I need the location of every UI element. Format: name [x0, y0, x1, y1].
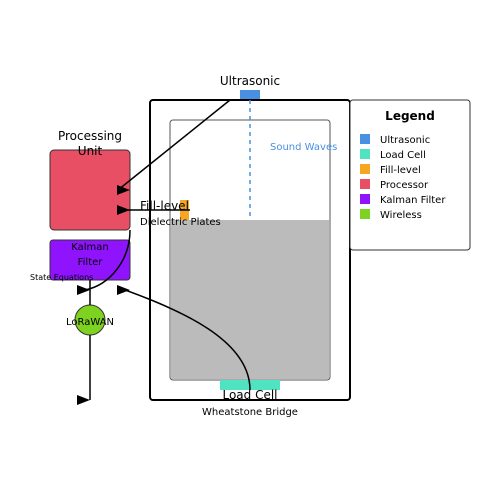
- legend-item-kalman-filter: Kalman Filter: [380, 195, 446, 206]
- legend-swatch-ultrasonic: [360, 134, 370, 144]
- legend-swatch-kalman-filter: [360, 194, 370, 204]
- processing-unit-label-line1: Processing: [58, 129, 122, 143]
- legend-item-fill-level: Fill-level: [380, 165, 421, 176]
- legend-swatch-processor: [360, 179, 370, 189]
- load-cell-to-kalman-link: [124, 289, 251, 391]
- load-cell-label: Load Cell: [222, 388, 277, 402]
- arrowhead-kalman-in: [77, 285, 90, 295]
- dielectric-plates-label: Dielectric Plates: [140, 217, 221, 228]
- legend-title: Legend: [385, 109, 435, 123]
- arrowhead-load-cell: [117, 285, 130, 295]
- legend-swatch-fill-level: [360, 164, 370, 174]
- lorawan-label: LoRaWAN: [66, 317, 114, 328]
- legend-item-processor: Processor: [380, 180, 429, 191]
- processing-unit-label-line2: Unit: [78, 144, 103, 158]
- legend-box: [349, 99, 471, 251]
- arrowhead-output: [77, 395, 90, 405]
- legend: Legend Ultrasonic Load Cell Fill-level P…: [349, 99, 471, 251]
- legend-item-ultrasonic: Ultrasonic: [380, 135, 430, 146]
- state-equations-label: State Equations: [30, 273, 93, 282]
- legend-item-load-cell: Load Cell: [380, 150, 426, 161]
- ultrasonic-sensor: [240, 90, 260, 99]
- kalman-filter-label-line2: Filter: [78, 257, 104, 268]
- legend-item-wireless: Wireless: [380, 210, 422, 221]
- arrowhead-fill-level: [117, 205, 130, 215]
- ultrasonic-to-processor-link: [117, 99, 231, 191]
- fill-level-label: Fill-level: [140, 199, 189, 213]
- legend-swatch-wireless: [360, 209, 370, 219]
- legend-swatch-load-cell: [360, 149, 370, 159]
- ultrasonic-label: Ultrasonic: [220, 74, 280, 88]
- processor-to-kalman-link: [84, 229, 131, 291]
- sound-waves-label: Sound Waves: [270, 142, 337, 153]
- arrowhead-ultrasonic: [117, 185, 130, 195]
- liquid-fill: [171, 220, 329, 379]
- kalman-filter-label-line1: Kalman: [71, 242, 109, 253]
- wheatstone-bridge-label: Wheatstone Bridge: [202, 407, 298, 418]
